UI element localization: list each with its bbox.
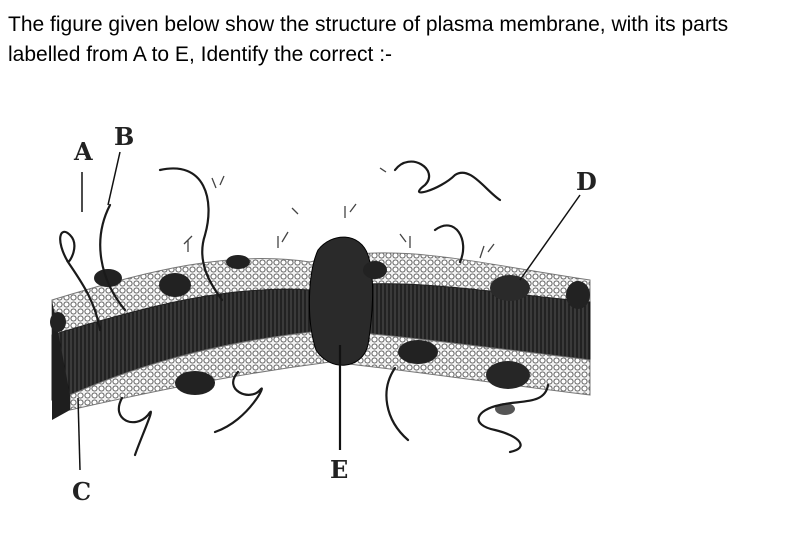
label-e: E [330, 455, 348, 484]
label-a: A [73, 137, 93, 166]
peripheral-protein [159, 273, 191, 297]
membrane-diagram: A B C D E [50, 122, 597, 506]
question-text: The figure given below show the structur… [8, 13, 729, 66]
peripheral-protein [566, 281, 590, 309]
label-b: B [114, 122, 134, 151]
peripheral-protein [94, 269, 122, 287]
inner-head-layer [69, 329, 591, 411]
inner-protein [486, 361, 530, 389]
label-c: C [72, 477, 91, 506]
peripheral-protein [363, 261, 387, 279]
glycolipid-branches [183, 167, 495, 259]
leader-lines [77, 151, 581, 471]
peripheral-protein [50, 312, 66, 332]
inner-protein [398, 340, 438, 364]
inner-protein [175, 371, 215, 395]
peripheral-protein [226, 255, 250, 269]
peripheral-protein [490, 275, 530, 301]
label-d: D [576, 167, 597, 196]
plasma-membrane-figure: A B C D E [40, 120, 640, 515]
carbohydrate-chains [59, 160, 550, 457]
integral-protein [308, 236, 374, 366]
